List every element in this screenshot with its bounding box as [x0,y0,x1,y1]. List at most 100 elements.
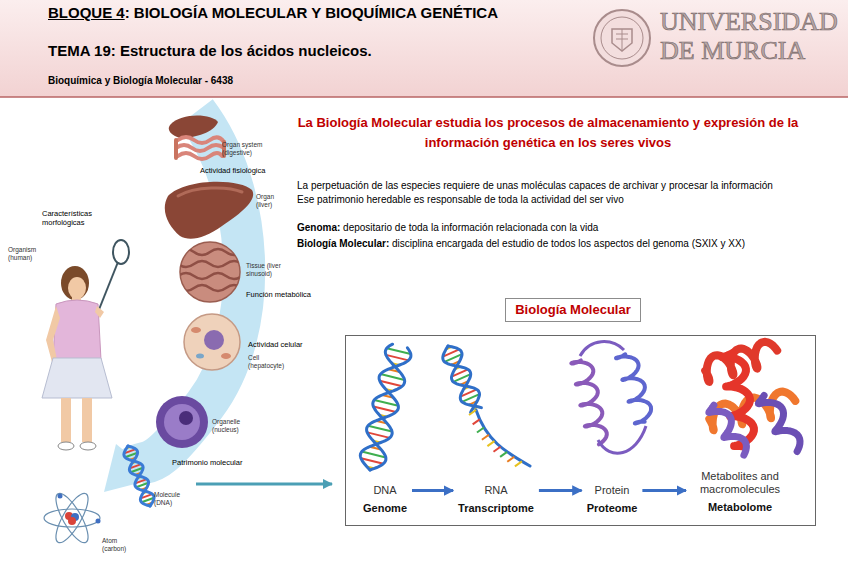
molecule-name: RNA [458,484,534,497]
organism-figure [61,398,71,442]
atom-picture [58,494,63,499]
molecule-name: DNA [363,484,407,497]
organism-figure [68,277,86,299]
organism-figure [61,266,89,300]
university-seal [616,29,628,51]
level-label: Molecule (DNA) [154,491,194,507]
liver-picture [165,182,253,239]
term-name: Genoma: [297,222,340,233]
omics-term: Genome [363,502,407,515]
organism-figure [46,306,60,362]
organism-figure [113,240,129,264]
organism-figure [80,442,96,450]
cell-picture [184,314,240,370]
hierarchy-band [132,112,244,468]
organelle-picture [156,396,208,448]
logo-text: UNIVERSIDAD [660,9,838,35]
organelle-picture [164,404,200,440]
slide-heading: La Biología Molecular estudia los proces… [279,113,817,153]
header-band [0,0,848,97]
heading-box: Biología Molecular [505,298,641,322]
level-label: Organism (human) [8,246,52,262]
omics-panel [346,336,816,526]
protein-coil [758,396,800,452]
organism-figure [95,306,104,318]
atom-picture [44,489,101,546]
atom-picture [50,489,94,546]
protein-loop [580,342,646,454]
organism-figure [82,398,92,442]
helix-strand [448,346,480,412]
tissue-picture [178,285,242,291]
cell-picture [196,354,204,359]
tissue-picture [178,242,242,302]
level-label: Tissue (liver sinusoid) [246,262,300,278]
university-seal [594,10,650,66]
block-number: BLOQUE 4 [48,4,125,21]
flow-arrow [642,489,686,492]
university-seal [601,17,643,59]
level-label: Atom (carbon) [102,537,142,553]
level-label: Organelle (nucleus) [212,418,258,434]
helix-strand [360,344,404,470]
organism-figure [98,262,118,312]
function-label: Función metabólica [246,290,311,299]
atom-picture [50,489,94,546]
function-label: Características morfológicas [42,209,100,227]
organism-figure [42,240,129,450]
slide-title: BLOQUE 4: BIOLOGÍA MOLECULAR Y BIOQUÍMIC… [48,4,498,22]
cell-picture [204,330,224,350]
protein-coil [571,360,607,444]
omics-level: ProteinProteome [584,483,641,516]
organism-figure [58,442,74,450]
function-label: Actividad fisiológica [200,166,265,175]
protein-coil [709,405,747,455]
atom-picture [44,509,100,527]
liver-picture [178,188,242,196]
definition-text: Genoma: depositario de toda la informaci… [297,222,598,234]
organelle-picture [179,411,193,425]
cell-picture [184,314,240,370]
rna-base [493,447,500,452]
cell-picture [191,327,201,333]
rna-base [515,461,522,466]
organ-system-picture [176,137,224,159]
rna-base [477,428,484,433]
omics-level: Metabolites and macromoleculesMetabolome [688,469,792,516]
level-label: Organ system (digestive) [222,141,268,157]
omics-term: Transcriptome [458,502,534,515]
omics-term: Metabolome [691,501,789,514]
header-band [0,96,848,98]
rna-base [473,419,480,424]
omics-level: DNA Genome [360,483,410,516]
organism-figure [53,300,101,360]
flow-arrow [196,483,332,486]
organelle-picture [156,396,208,448]
organ-system-picture [169,116,224,159]
helix-strand [124,446,154,506]
logo-text: DE MURCIA [660,38,805,64]
organ-system-picture [169,116,218,138]
rna-base [469,410,476,415]
level-label: Organ (liver) [256,193,288,209]
rna-base [507,457,514,462]
rna-strand [476,410,530,466]
topic-title: TEMA 19: Estructura de los ácidos nuclei… [48,42,372,60]
section-heading: Biología Molecular [515,302,631,318]
helix-strand [128,446,150,506]
university-seal [594,10,650,66]
molecule-name: Metabolites and macromolecules [691,470,789,496]
body-text: La perpetuación de las especies requiere… [297,180,773,192]
function-label: Actividad celular [248,340,303,349]
university-seal [612,29,632,51]
molecule-pictures [124,342,800,506]
term-name: Biología Molecular: [297,238,389,249]
flow-arrow [539,489,582,492]
rna-base [500,452,507,457]
tissue-picture [178,249,242,255]
omics-term: Proteome [587,502,638,515]
rna-base [482,435,489,440]
atom-picture [68,517,76,525]
organ-system-picture [176,140,224,158]
